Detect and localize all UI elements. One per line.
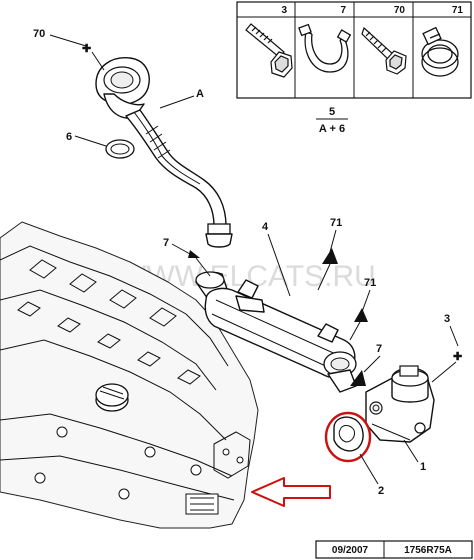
gasket-2 (333, 416, 364, 452)
callout-4: 4 (262, 221, 269, 233)
arrowhead (322, 248, 338, 264)
clamp-icon (298, 23, 352, 73)
callout-70: 70 (33, 28, 45, 40)
footer-code: 1756R75A (404, 545, 452, 556)
egr-pipe-a (95, 57, 233, 248)
callout-3: 3 (444, 313, 450, 325)
callout-2: 2 (378, 485, 384, 497)
callouts: 70 ✚ 6 A 5 A + 6 4 7 71 71 3 (33, 28, 462, 497)
egr-cooler-4 (195, 271, 357, 393)
egr-valve-1 (365, 365, 435, 443)
star-marker: ✚ (82, 43, 91, 55)
callout-7a: 7 (163, 237, 169, 249)
callout-5-sub: A + 6 (319, 123, 345, 135)
star-marker: ✚ (453, 351, 462, 363)
arrowhead (188, 250, 200, 258)
legend-number-71: 71 (452, 5, 464, 16)
legend-number-3: 3 (281, 5, 287, 16)
engine-cylinder-head (0, 221, 259, 529)
callout-7b: 7 (376, 343, 382, 355)
legend-number-70: 70 (394, 5, 406, 16)
highlight-circle (324, 411, 372, 463)
bolt-icon (245, 23, 293, 78)
screw-icon (361, 26, 407, 75)
footer-date: 09/2007 (332, 545, 369, 556)
callout-71b: 71 (364, 277, 376, 289)
footer: 09/2007 1756R75A (315, 540, 473, 559)
callout-71a: 71 (330, 217, 342, 229)
legend-table: 3 7 70 71 (236, 1, 472, 99)
callout-a: A (196, 88, 204, 100)
callout-5: 5 (329, 106, 335, 118)
callout-6: 6 (66, 131, 72, 143)
callout-1: 1 (420, 461, 426, 473)
gasket-6 (105, 139, 135, 159)
hose-clip-icon (421, 26, 459, 77)
highlight-arrow (251, 477, 331, 507)
arrowhead (354, 308, 368, 322)
arrowhead (350, 370, 366, 386)
legend-number-7: 7 (340, 5, 346, 16)
